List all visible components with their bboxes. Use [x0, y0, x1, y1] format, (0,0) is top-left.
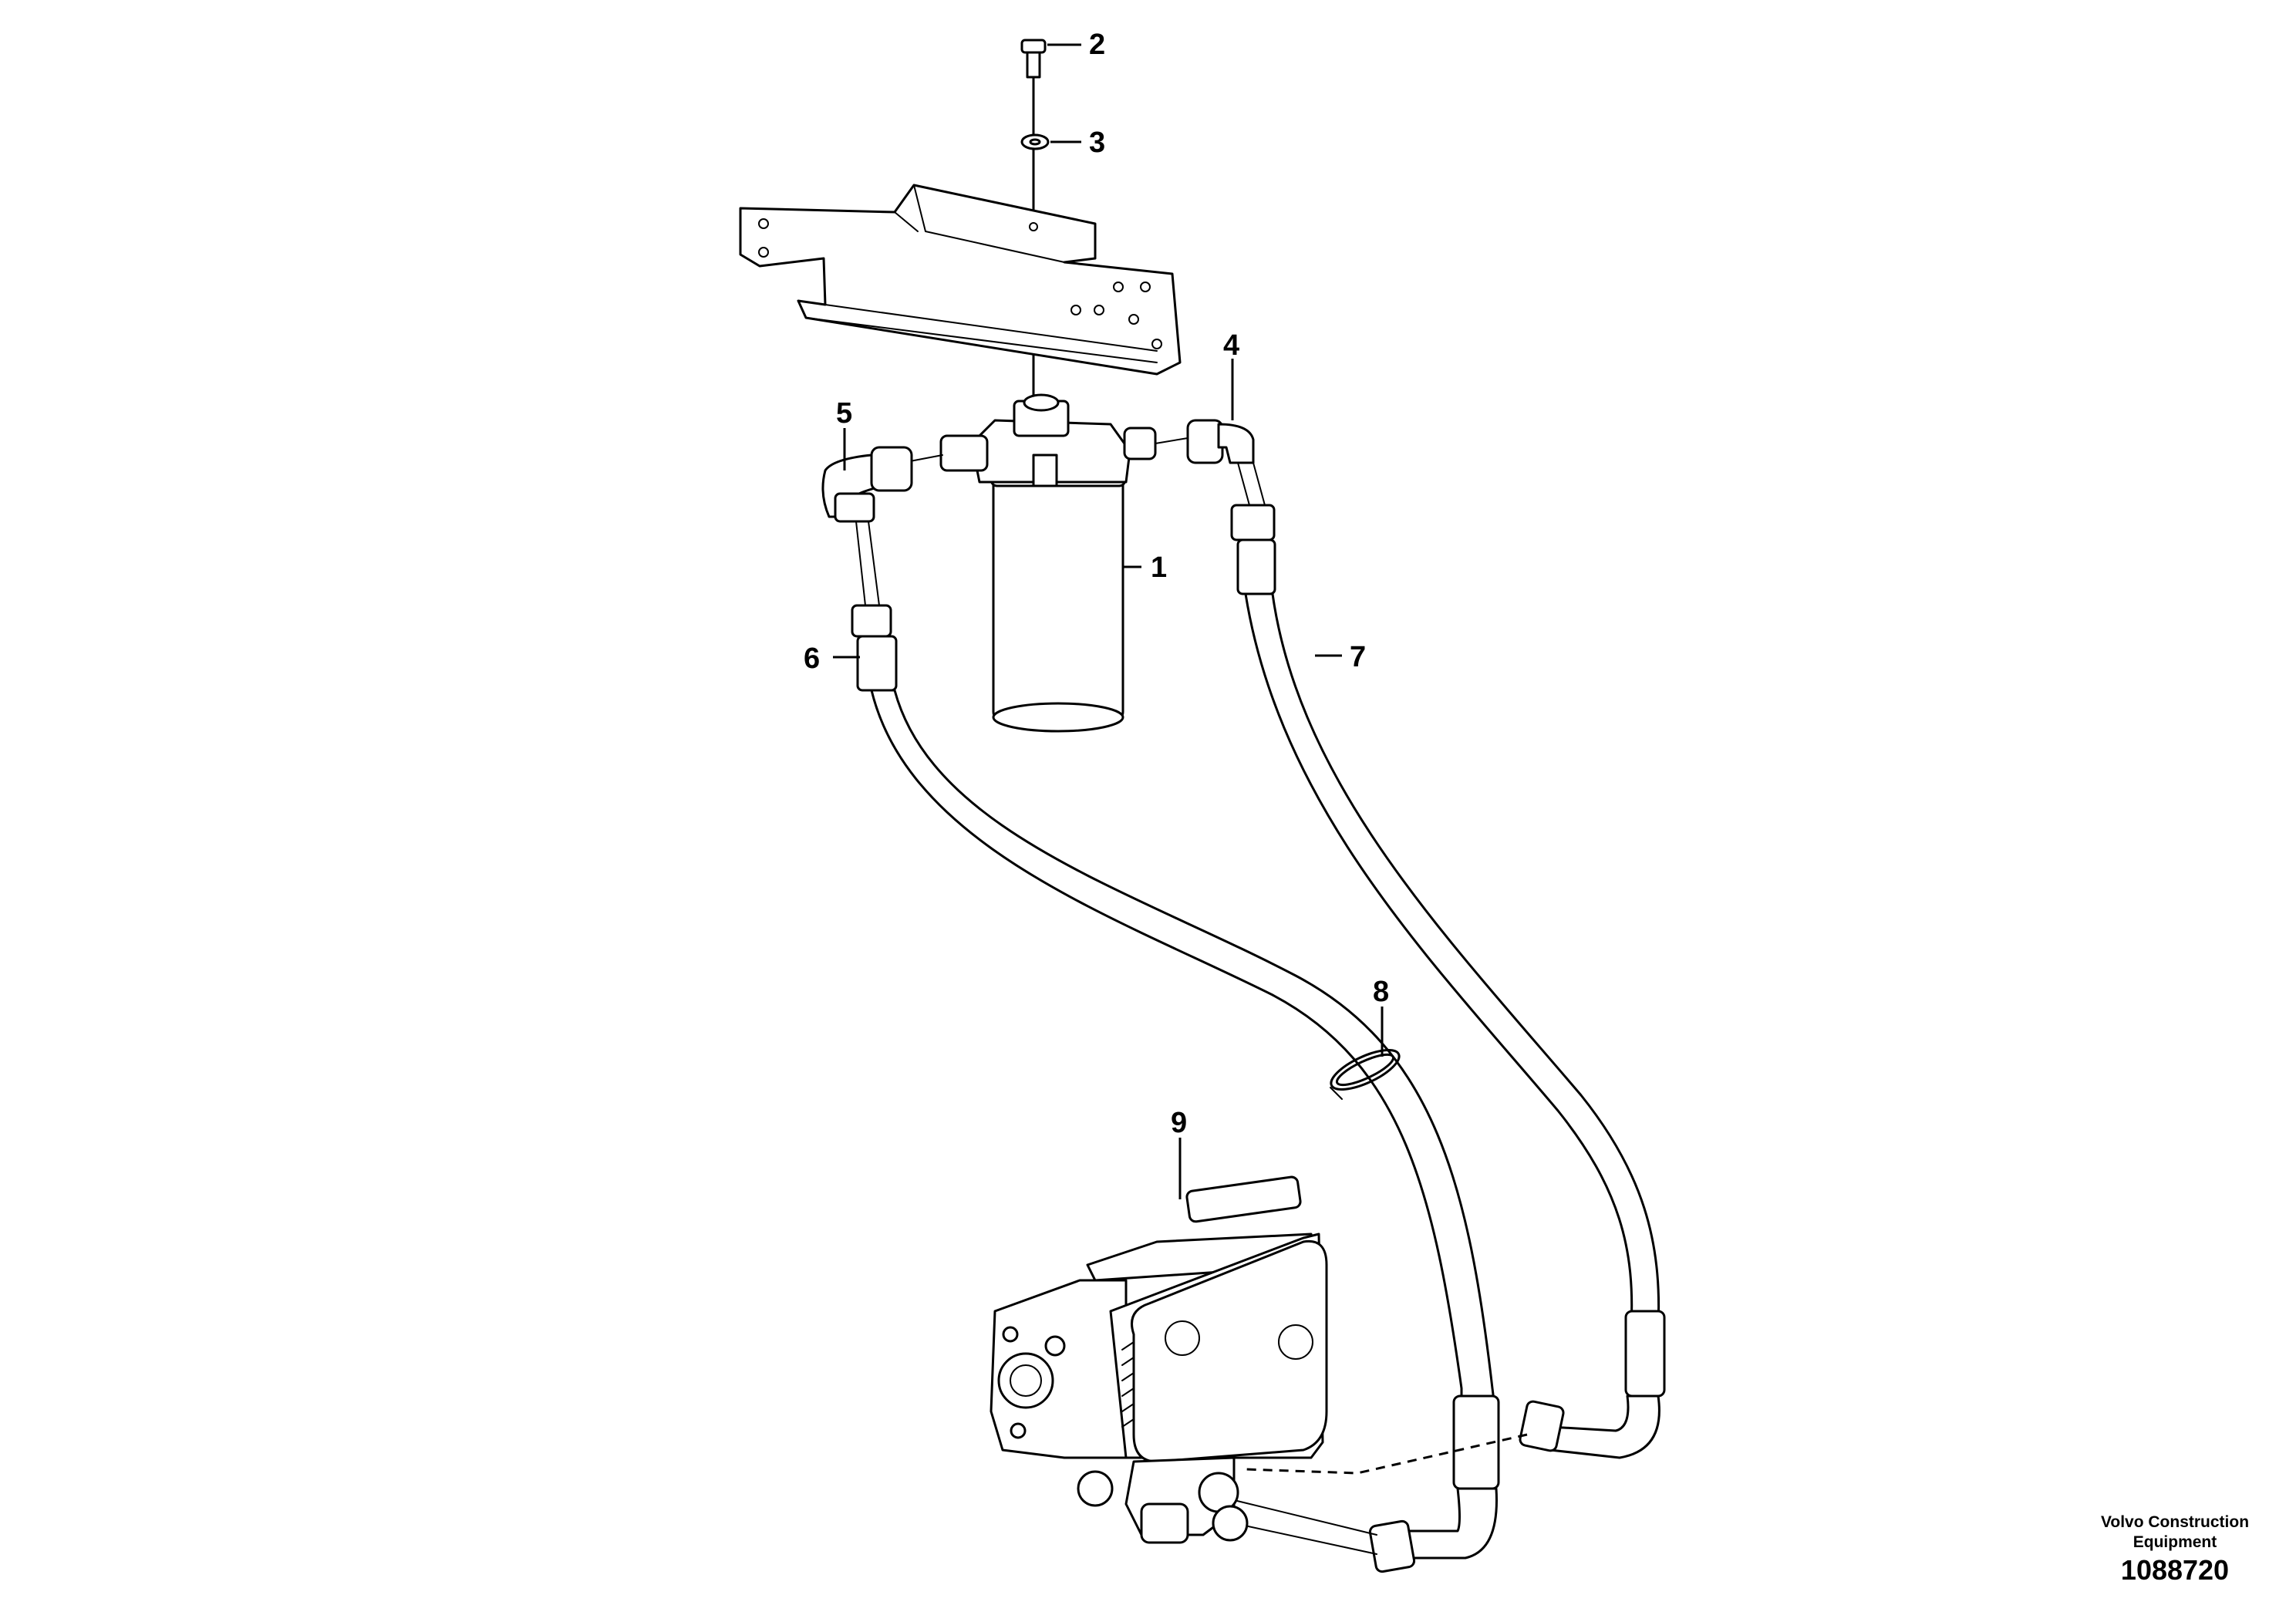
callout-6: 6	[804, 642, 820, 675]
callout-2: 2	[1089, 29, 1105, 61]
mounting-bracket-icon	[739, 184, 1182, 376]
left-elbow-icon	[821, 446, 943, 523]
callout-5: 5	[836, 397, 852, 430]
callout-7: 7	[1350, 641, 1366, 673]
brand-line-2: Equipment	[2133, 1533, 2217, 1551]
oil-filter-icon	[939, 393, 1157, 733]
right-hose-icon	[1230, 462, 1666, 1475]
cable-tie-icon	[1330, 1049, 1401, 1100]
right-elbow-icon	[1155, 419, 1255, 464]
oil-cooler-icon	[990, 1175, 1328, 1544]
part-number: 1088720	[2121, 1554, 2229, 1586]
left-hose-icon	[851, 521, 1500, 1573]
callout-4: 4	[1223, 329, 1239, 362]
callout-1: 1	[1151, 551, 1167, 584]
brand-line-1: Volvo Construction	[2101, 1513, 2249, 1531]
callout-9: 9	[1171, 1107, 1187, 1139]
callout-3: 3	[1089, 126, 1105, 159]
callout-8: 8	[1373, 976, 1389, 1008]
bolt-icon	[1020, 39, 1047, 135]
